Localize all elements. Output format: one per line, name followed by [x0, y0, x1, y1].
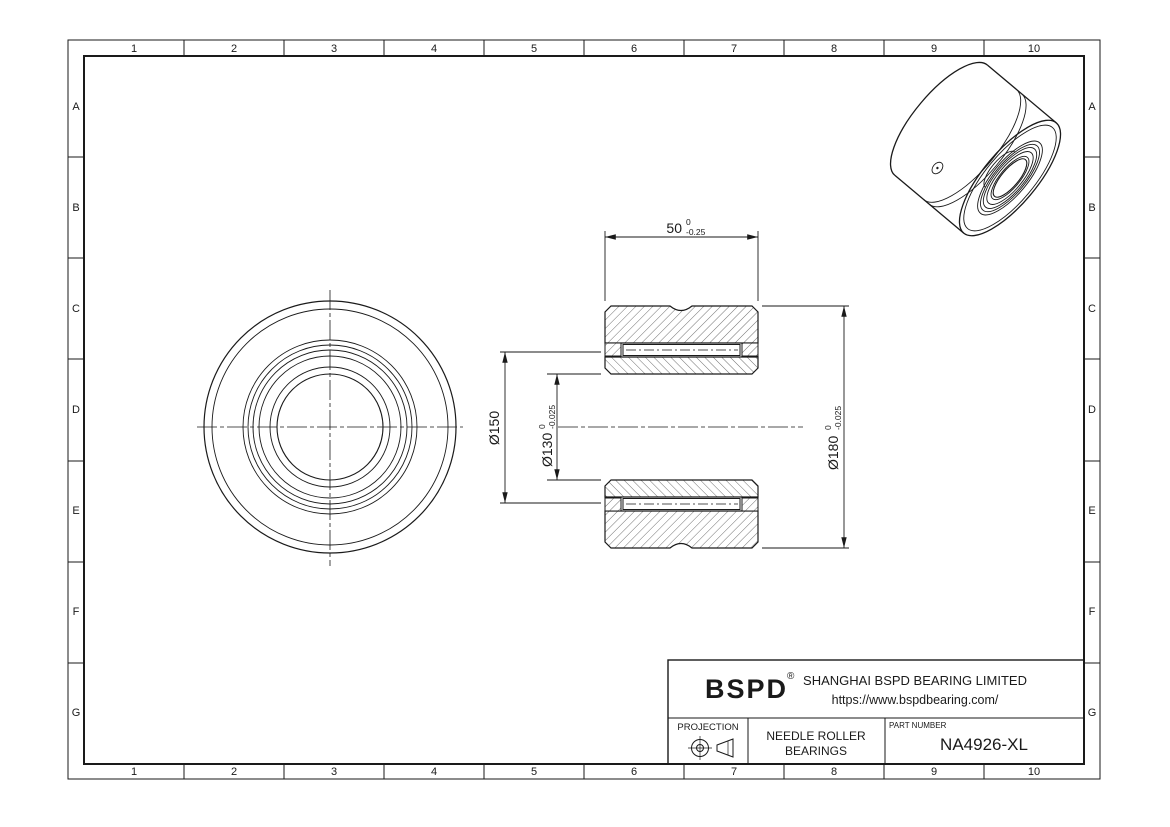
grid-label: 10 — [1028, 766, 1040, 778]
dim-outer-value: Ø180 — [825, 436, 841, 470]
front-view — [197, 290, 463, 566]
grid-label: 3 — [331, 766, 337, 778]
grid-label: 6 — [631, 43, 637, 55]
inner-ring-section-top — [604, 356, 759, 375]
dim-bore-value: Ø130 — [539, 433, 555, 467]
grid-label: D — [72, 404, 80, 416]
grid-labels-bottom: 1 2 3 4 5 6 7 8 9 10 — [131, 766, 1040, 778]
grid-labels-top: 1 2 3 4 5 6 7 8 9 10 — [131, 43, 1040, 55]
product-name-line2: BEARINGS — [785, 744, 847, 758]
flange — [741, 342, 759, 357]
inner-ring-section-bottom — [604, 479, 759, 498]
dim-outer-tol-upper: 0 — [823, 425, 833, 430]
title-block: BSPD ® SHANGHAI BSPD BEARING LIMITED htt… — [667, 659, 1085, 765]
grid-label: G — [72, 707, 81, 719]
grid-label: B — [72, 202, 79, 214]
grid-label: C — [72, 303, 80, 315]
dim-outer-tol-lower: -0.025 — [833, 406, 843, 430]
dim-width-tol-upper: 0 — [686, 217, 691, 227]
grid-label: 7 — [731, 43, 737, 55]
grid-ticks — [68, 40, 1100, 779]
dim-pitch-diameter — [500, 351, 601, 504]
dim-bore-tol-lower: -0.025 — [547, 405, 557, 429]
grid-label: F — [73, 606, 80, 618]
grid-label: B — [1088, 202, 1095, 214]
section-view — [558, 305, 803, 549]
grid-label: 9 — [931, 43, 937, 55]
grid-label: A — [1088, 101, 1096, 113]
bore-depth-arc — [983, 150, 1016, 188]
grid-label: G — [1088, 707, 1097, 719]
grid-label: 7 — [731, 766, 737, 778]
grid-label: 2 — [231, 43, 237, 55]
grid-label: 4 — [431, 43, 437, 55]
grid-label: E — [72, 505, 79, 517]
product-name-line1: NEEDLE ROLLER — [766, 729, 866, 743]
grid-label: 8 — [831, 43, 837, 55]
grid-label: A — [72, 101, 80, 113]
website-url: https://www.bspdbearing.com/ — [832, 693, 999, 707]
registered-mark: ® — [787, 671, 795, 682]
grid-label: 9 — [931, 766, 937, 778]
front-view-centerlines — [197, 290, 463, 566]
border-frame — [67, 39, 1101, 780]
bspd-logo: BSPD — [705, 674, 788, 704]
dim-bore-diameter — [547, 373, 601, 481]
grid-labels-left: A B C D E F G — [72, 101, 81, 719]
grid-label: F — [1089, 606, 1096, 618]
ring-groove-arc — [923, 89, 1022, 203]
grid-label: 5 — [531, 766, 537, 778]
grid-label: 2 — [231, 766, 237, 778]
grid-label: 1 — [131, 43, 137, 55]
flange — [604, 342, 622, 357]
projection-label: PROJECTION — [677, 722, 738, 733]
outer-ring-section-top — [604, 305, 759, 344]
pictorial-view — [889, 61, 1062, 237]
dim-width — [604, 231, 759, 301]
grid-label: D — [1088, 404, 1096, 416]
outer-ring-section-bottom — [604, 510, 759, 549]
ring-groove-arc — [928, 93, 1027, 208]
dim-width-value: 50 — [666, 220, 682, 236]
grid-labels-right: A B C D E F G — [1088, 101, 1097, 719]
dim-outer-diameter — [762, 305, 849, 549]
grid-label: 5 — [531, 43, 537, 55]
dim-bore-tol-upper: 0 — [537, 424, 547, 429]
oil-hole-dot — [936, 166, 939, 170]
grid-label: 3 — [331, 43, 337, 55]
grid-label: 8 — [831, 766, 837, 778]
grid-label: 6 — [631, 766, 637, 778]
grid-label: 1 — [131, 766, 137, 778]
oil-hole — [931, 161, 944, 175]
dim-width-tol-lower: -0.25 — [686, 227, 706, 237]
part-number-value: NA4926-XL — [940, 735, 1028, 754]
flange — [604, 497, 622, 512]
flange — [741, 497, 759, 512]
part-number-label: PART NUMBER — [889, 721, 947, 730]
dim-pitch-value: Ø150 — [486, 411, 502, 445]
company-name: SHANGHAI BSPD BEARING LIMITED — [803, 673, 1027, 688]
first-angle-projection-icon — [688, 736, 734, 760]
grid-label: 10 — [1028, 43, 1040, 55]
grid-label: 4 — [431, 766, 437, 778]
grid-label: C — [1088, 303, 1096, 315]
grid-label: E — [1088, 505, 1095, 517]
